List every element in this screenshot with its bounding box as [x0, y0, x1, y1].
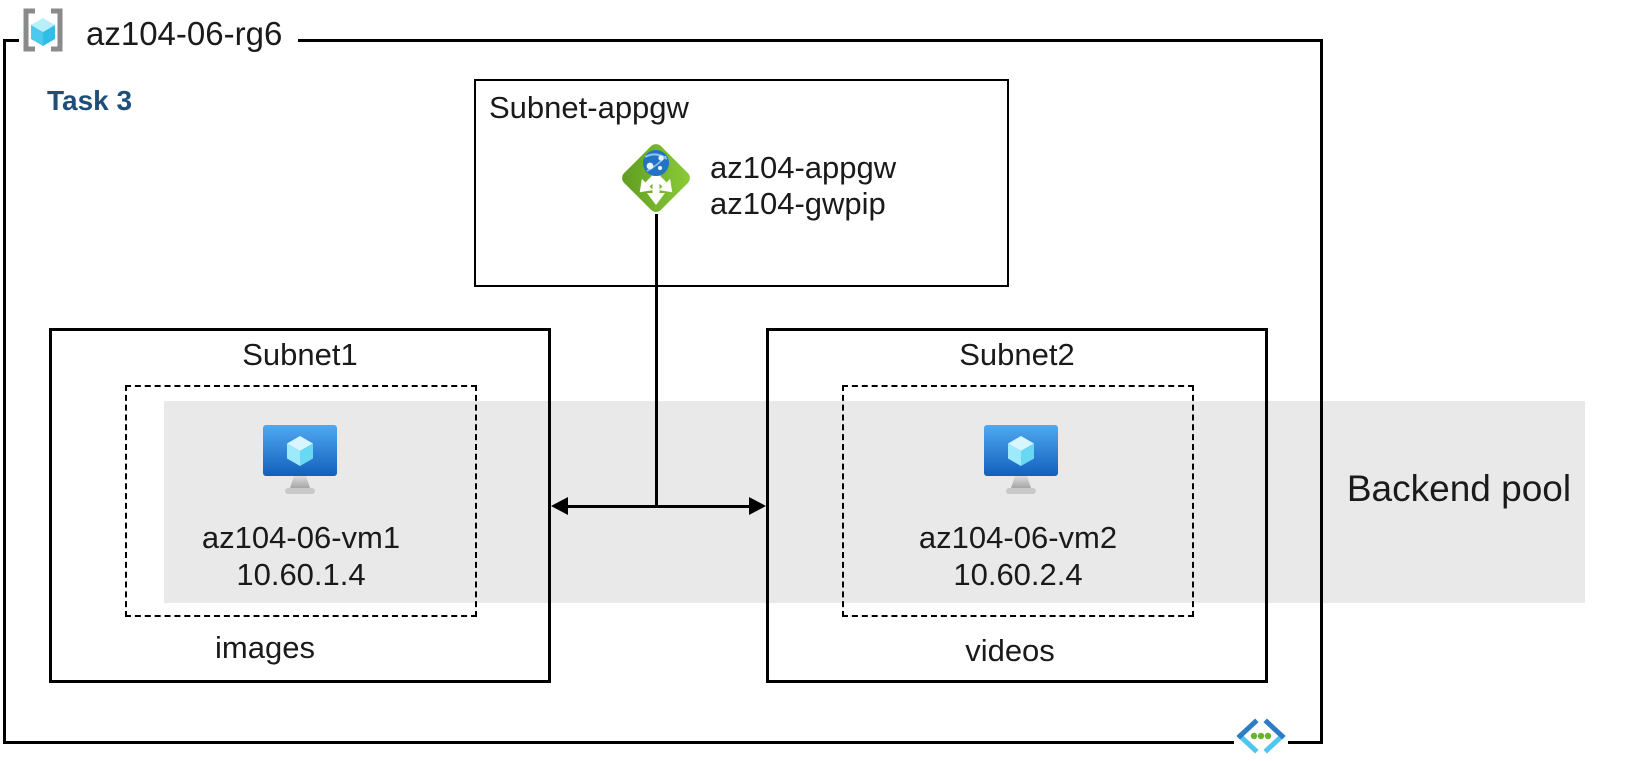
border-gap-mask [19, 36, 298, 46]
subnet1-box [49, 328, 551, 683]
task-label: Task 3 [47, 85, 133, 116]
appgw-connector-line [655, 214, 658, 507]
subnet2-title: Subnet2 [959, 337, 1075, 372]
subnet2-caption: videos [965, 633, 1055, 668]
subnet1-backend-dashed-box [125, 385, 477, 617]
application-gateway-icon [614, 136, 698, 220]
virtual-machine-icon [259, 424, 341, 496]
vm1-labels: az104-06-vm1 10.60.1.4 [125, 519, 477, 593]
appgw-name-label: az104-appgw [710, 150, 897, 185]
backend-pool-label: Backend pool [1346, 468, 1572, 509]
subnet2-backend-dashed-box [842, 385, 1194, 617]
vm2-name-label: az104-06-vm2 [918, 520, 1118, 555]
virtual-network-icon [1234, 716, 1288, 756]
appgw-subnet-title: Subnet-appgw [489, 90, 689, 125]
vm2-ip-label: 10.60.2.4 [953, 557, 1083, 592]
resource-group-box [3, 39, 1323, 744]
vm2-labels: az104-06-vm2 10.60.2.4 [842, 519, 1194, 593]
appgw-public-ip-label: az104-gwpip [710, 186, 886, 221]
appgw-subnet-box [474, 79, 1009, 287]
left-arrowhead-icon [551, 497, 568, 515]
subnet1-caption: images [215, 630, 315, 665]
subnet2-box [766, 328, 1268, 683]
subnet-link-line [564, 505, 753, 508]
virtual-machine-icon [980, 424, 1062, 496]
vm1-ip-label: 10.60.1.4 [236, 557, 366, 592]
resource-group-icon [20, 7, 66, 53]
resource-group-name: az104-06-rg6 [86, 15, 283, 52]
right-arrowhead-icon [749, 497, 766, 515]
backend-pool-band [164, 401, 1585, 603]
subnet1-title: Subnet1 [242, 337, 358, 372]
vm1-name-label: az104-06-vm1 [201, 520, 401, 555]
